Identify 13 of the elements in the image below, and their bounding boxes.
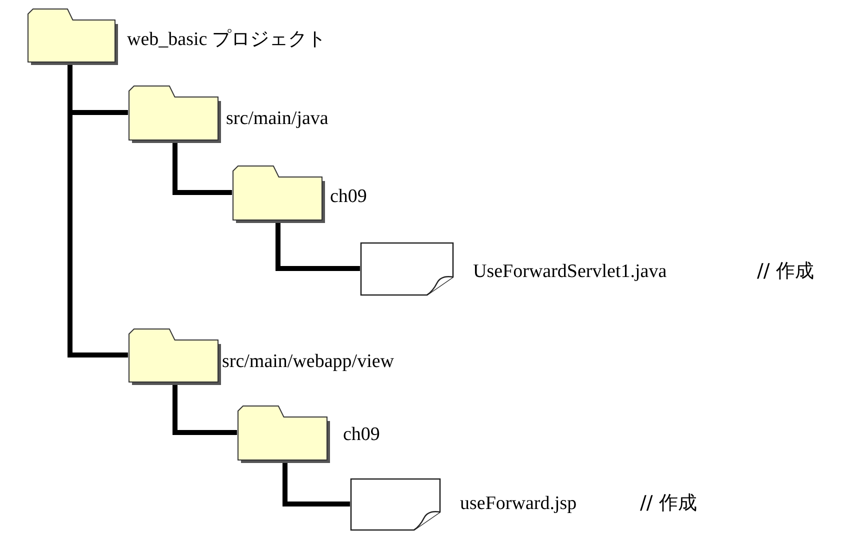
comment-text: // 作成 [640, 494, 697, 513]
folder-label: src/main/webapp/view [222, 352, 394, 371]
comment-text: // 作成 [757, 262, 814, 281]
folder-label: ch09 [343, 425, 380, 444]
folder-label: ch09 [330, 187, 367, 206]
folder-label: web_basic プロジェクト [127, 30, 326, 49]
tree-connector [172, 140, 232, 195]
tree-connector [282, 460, 350, 506]
folder-label: useForward.jsp [460, 494, 577, 513]
folder-label: src/main/java [226, 109, 328, 128]
folder-label: UseForwardServlet1.java [473, 262, 667, 281]
tree-connector [172, 382, 237, 435]
tree-connector [276, 220, 360, 271]
